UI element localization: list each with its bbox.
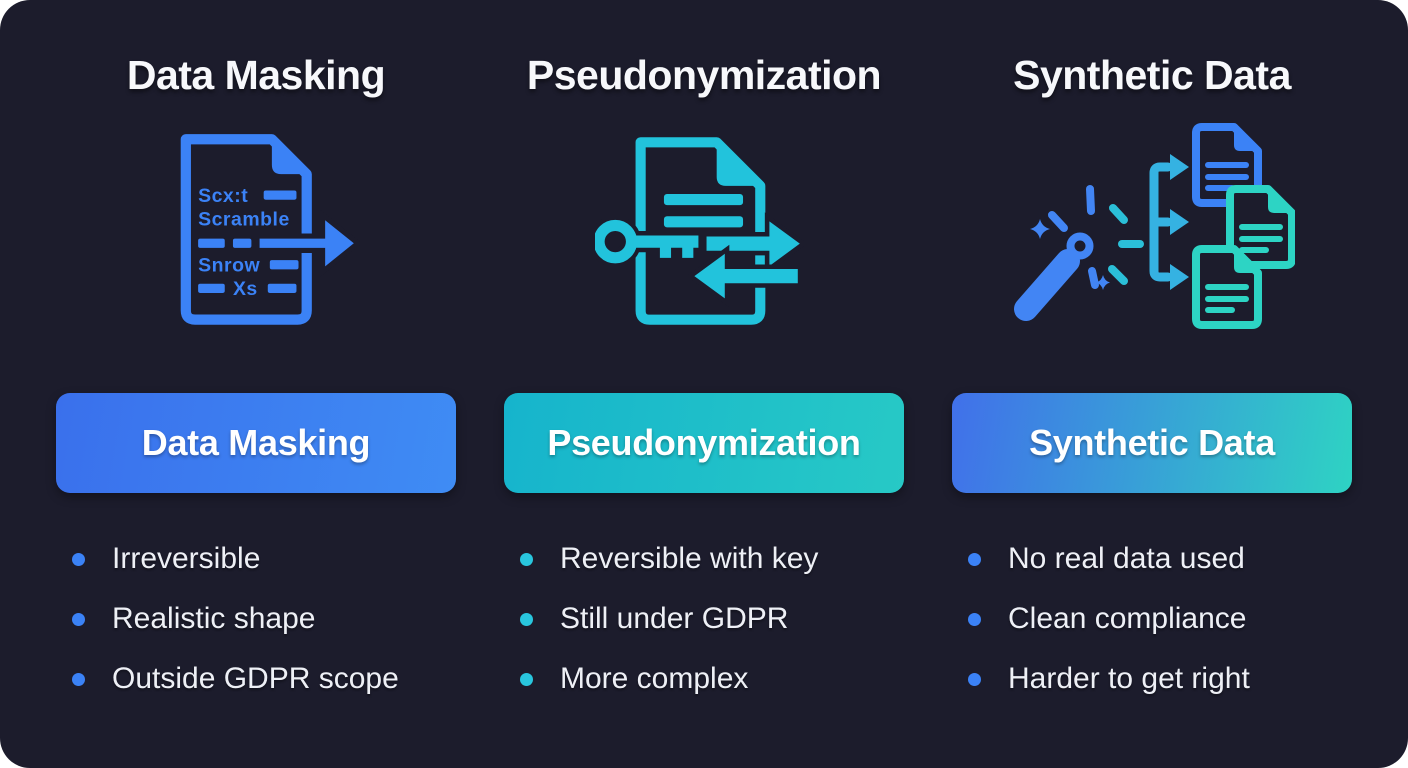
text-bar	[663, 193, 744, 205]
right-arrow	[259, 220, 354, 267]
masked-document-arrow-icon: Scx:t Scramble Snrow Xs	[151, 116, 361, 348]
synthetic-data-bullet-list: No real data used Clean compliance Harde…	[952, 537, 1352, 717]
column-pseudonymization: Pseudonymization Pseudonym	[504, 0, 904, 768]
data-masking-button[interactable]: Data Masking	[56, 393, 456, 493]
key-document-arrows-svg	[595, 136, 808, 325]
bullet-text: No real data used	[1008, 542, 1245, 575]
sparkle-ray	[1047, 211, 1068, 232]
column-title: Pseudonymization	[526, 52, 882, 98]
bullet-item: Harder to get right	[968, 657, 1352, 701]
column-data-masking: Data Masking Scx:t Scramble Snrow Xs	[56, 0, 456, 768]
generated-document-teal-middle	[1225, 185, 1295, 269]
sparkle-ray	[1108, 204, 1128, 224]
text-dash	[232, 238, 252, 248]
bullet-dot	[520, 672, 533, 686]
bullet-text: Reversible with key	[560, 542, 819, 575]
document-fold	[271, 139, 307, 175]
masked-document-arrow-svg: Scx:t Scramble Snrow Xs	[180, 134, 361, 325]
masked-text-row3: Snrow	[198, 254, 260, 276]
key-blade	[631, 235, 699, 258]
column-title: Data Masking	[126, 52, 386, 98]
masked-text-row2: Scramble	[198, 208, 290, 230]
bullet-item: No real data used	[968, 537, 1352, 581]
text-dash	[198, 283, 225, 293]
text-dash	[267, 283, 297, 293]
bullet-text: Irreversible	[112, 542, 261, 575]
bullet-dot	[72, 552, 85, 566]
column-synthetic-data: Synthetic Data	[952, 0, 1352, 768]
key-bow	[595, 219, 638, 263]
branch-arrow-middle	[1169, 209, 1189, 235]
bullet-text: Realistic shape	[112, 602, 316, 635]
bullet-item: Clean compliance	[968, 597, 1352, 641]
generated-document-teal-bottom	[1191, 245, 1262, 329]
text-dash	[198, 238, 225, 248]
document-outline	[635, 136, 766, 325]
bullet-dot	[968, 672, 981, 686]
wand-bar	[1013, 249, 1080, 321]
branch-arrow-bottom	[1169, 264, 1189, 290]
masked-text-row1: Scx:t	[198, 185, 248, 207]
bullet-item: Reversible with key	[520, 537, 904, 581]
pseudonymization-button[interactable]: Pseudonymization	[504, 393, 904, 493]
bullet-dot	[72, 672, 85, 686]
column-title: Synthetic Data	[1013, 52, 1291, 98]
sparkle-ray	[1085, 185, 1095, 215]
synthetic-data-button[interactable]: Synthetic Data	[952, 393, 1352, 493]
bullet-item: Outside GDPR scope	[72, 657, 456, 701]
text-dash	[269, 260, 299, 270]
sparkle-ray	[1087, 267, 1099, 289]
bullet-item: More complex	[520, 657, 904, 701]
data-masking-bullet-list: Irreversible Realistic shape Outside GDP…	[56, 537, 456, 717]
branch-bracket	[1149, 162, 1172, 282]
text-bar	[663, 215, 744, 227]
wand-documents-svg	[1013, 123, 1295, 329]
bullet-dot	[520, 552, 533, 566]
document-fold	[716, 141, 761, 186]
left-arrow	[694, 253, 798, 298]
bullet-text: Harder to get right	[1008, 662, 1250, 695]
bullet-text: Still under GDPR	[560, 602, 789, 635]
key-document-arrows-icon	[595, 116, 813, 348]
bullet-text: Clean compliance	[1008, 602, 1247, 635]
masked-text-row4: Xs	[233, 278, 258, 300]
wand-documents-icon	[1010, 116, 1295, 348]
bullet-dot	[968, 552, 981, 566]
sparkle-star	[1029, 219, 1050, 239]
sparkle-star	[1095, 275, 1110, 290]
right-arrow	[706, 220, 800, 266]
bullet-text: More complex	[560, 662, 749, 695]
bullet-dot	[968, 612, 981, 626]
wand-tip	[1066, 232, 1093, 260]
sparkle-ray	[1107, 265, 1128, 285]
bullet-item: Realistic shape	[72, 597, 456, 641]
bullet-item: Irreversible	[72, 537, 456, 581]
text-dash	[263, 190, 297, 200]
bullet-dot	[72, 612, 85, 626]
bullet-dot	[520, 612, 533, 626]
branch-arrow-top	[1169, 154, 1189, 180]
bullet-text: Outside GDPR scope	[112, 662, 399, 695]
bullet-item: Still under GDPR	[520, 597, 904, 641]
pseudonymization-bullet-list: Reversible with key Still under GDPR Mor…	[504, 537, 904, 717]
document-outline	[180, 134, 312, 325]
